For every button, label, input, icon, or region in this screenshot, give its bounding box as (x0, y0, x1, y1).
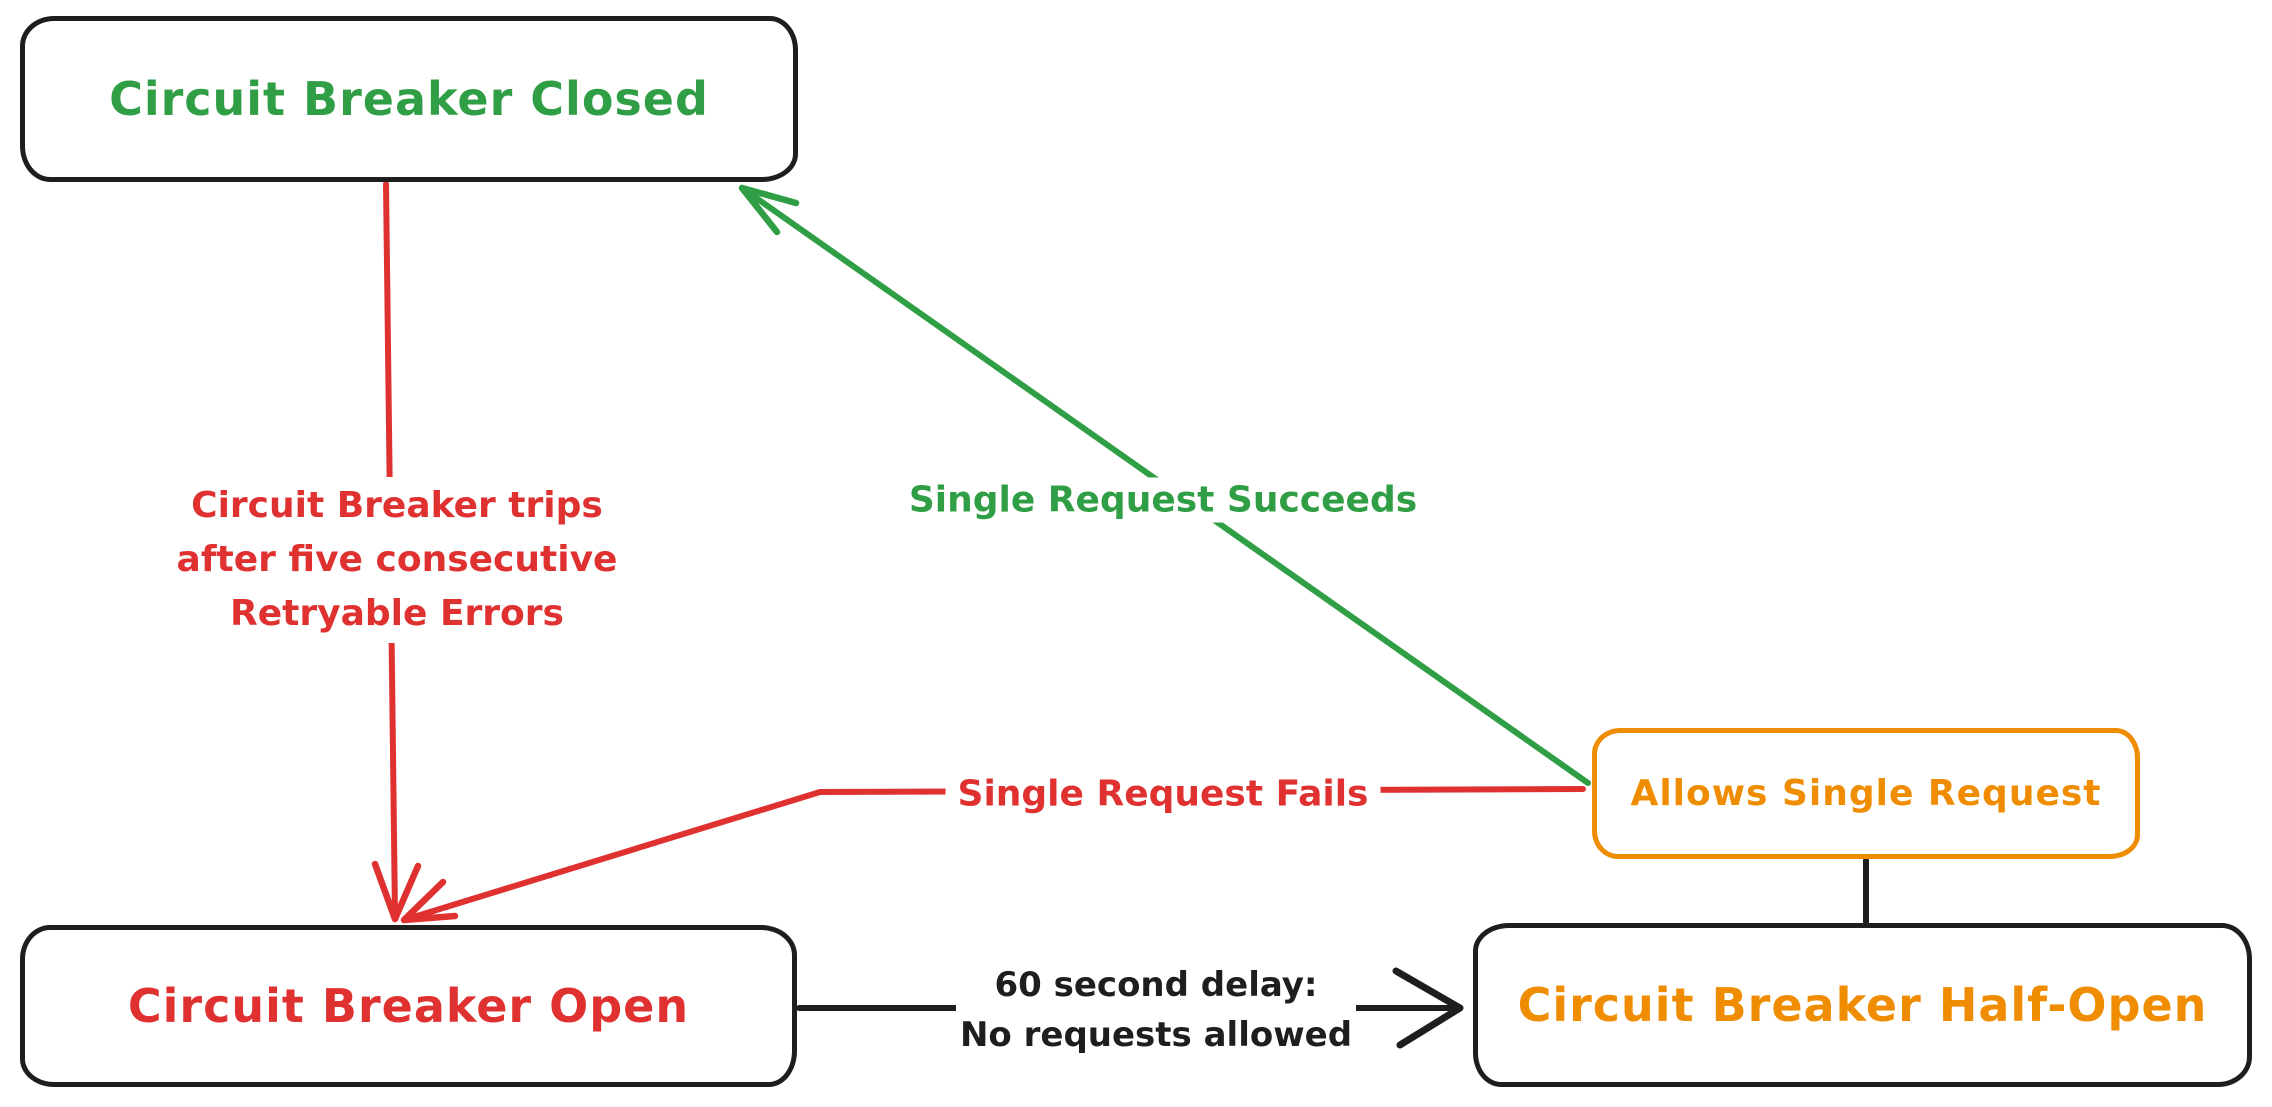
edge-fails-label: Single Request Fails (945, 771, 1381, 817)
edge-succeeds-arrowhead (738, 184, 800, 236)
edge-delay-label: 60 second delay: No requests allowed (956, 958, 1356, 1062)
node-allows-single-request-label: Allows Single Request (1630, 773, 2102, 814)
node-closed-box: Circuit Breaker Closed (20, 16, 798, 182)
edge-delay-label-line-1: 60 second delay: (994, 965, 1318, 1005)
edge-trips-label-line-3: Retryable Errors (230, 593, 564, 634)
edge-delay-arrowhead (1392, 967, 1464, 1049)
node-closed-label: Circuit Breaker Closed (109, 72, 709, 126)
edge-delay-label-line-2: No requests allowed (959, 1015, 1353, 1055)
node-half-open-label: Circuit Breaker Half-Open (1517, 978, 2208, 1032)
edge-trips-arrowhead (371, 860, 422, 923)
edge-trips-label: Circuit Breaker trips after five consecu… (164, 477, 630, 643)
node-half-open-box: Circuit Breaker Half-Open (1473, 923, 2252, 1087)
node-allows-single-request-box: Allows Single Request (1592, 728, 2140, 859)
edge-fails-arrowhead (400, 878, 459, 924)
node-open-label: Circuit Breaker Open (127, 979, 690, 1033)
node-open-box: Circuit Breaker Open (20, 925, 797, 1087)
edge-trips-label-line-2: after five consecutive (176, 539, 618, 580)
edge-succeeds-label: Single Request Succeeds (896, 477, 1430, 523)
edge-trips-label-line-1: Circuit Breaker trips (191, 485, 603, 526)
